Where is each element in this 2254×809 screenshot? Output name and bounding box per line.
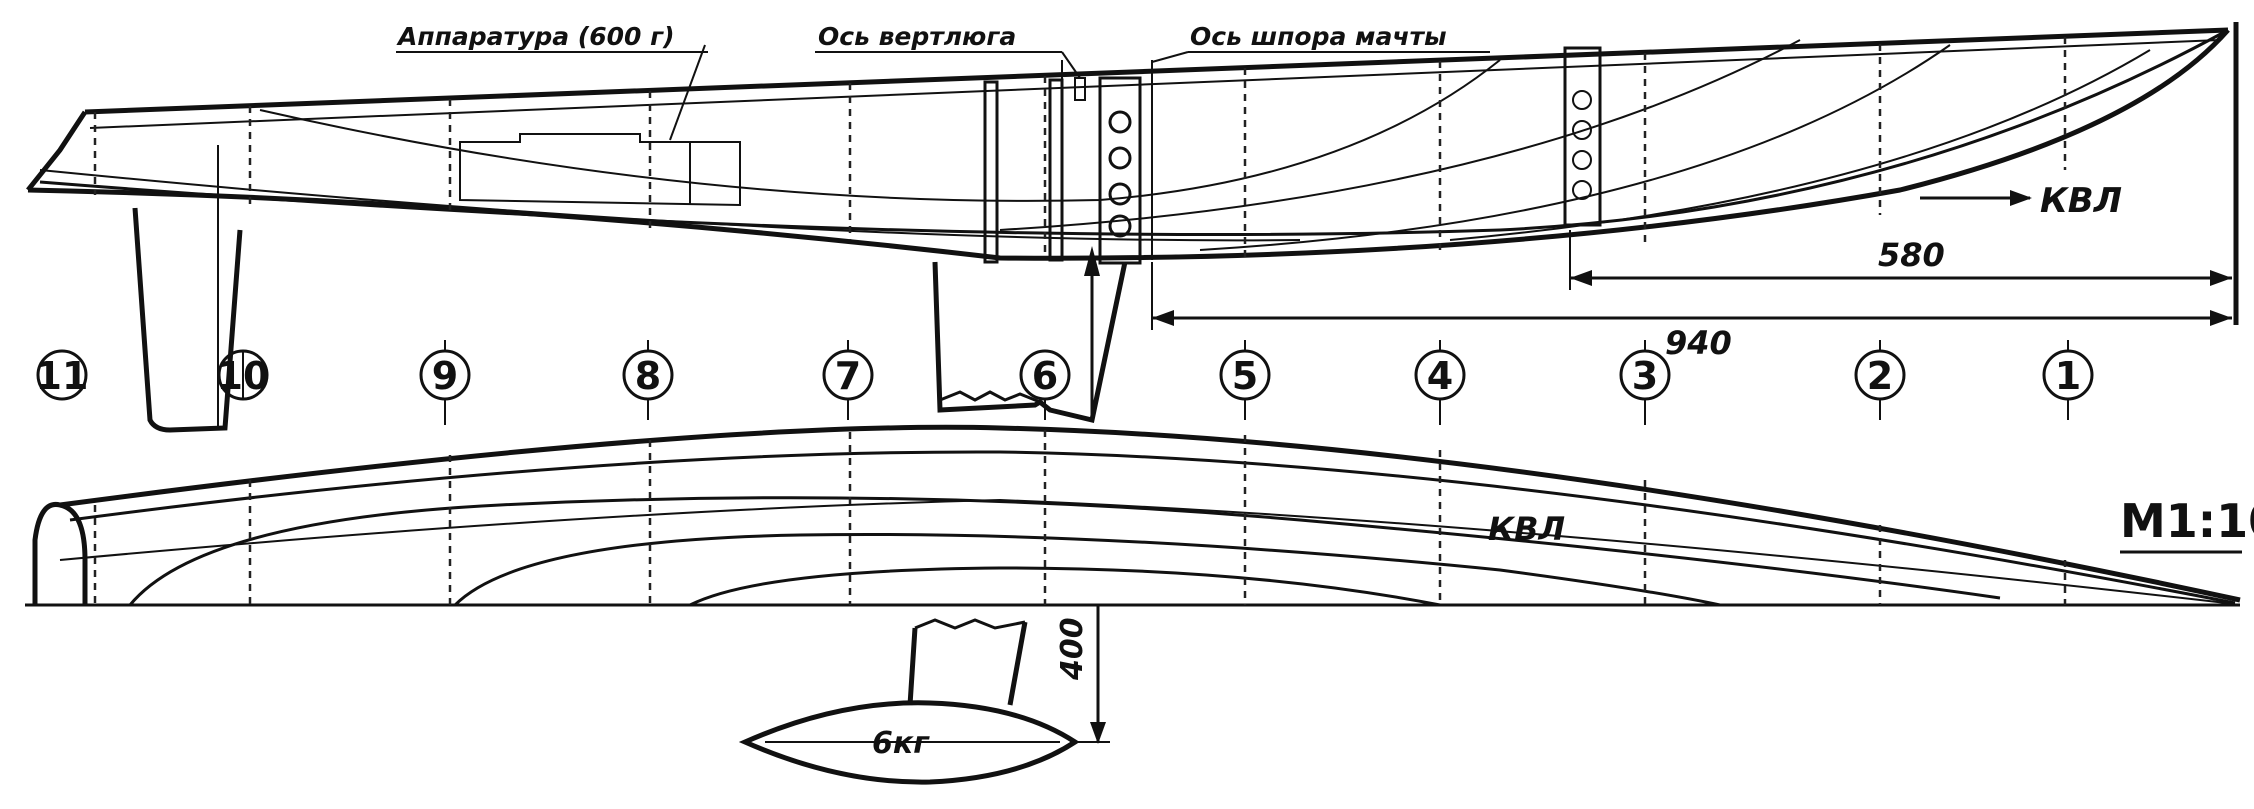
dimension-400-label: 400: [1055, 617, 1090, 681]
keel-profile: [27, 28, 2230, 261]
ballast-section: 6кг 400: [738, 605, 1110, 785]
mast-step-axis-leader: [1151, 51, 1189, 63]
mast-step-axis-label: Ось шпора мачты: [1190, 22, 1447, 51]
svg-text:2: 2: [1867, 354, 1893, 398]
station-marker-8: 8: [622, 340, 674, 420]
svg-text:6: 6: [1032, 354, 1058, 398]
buttock-line-3: [1199, 44, 1951, 251]
deck-line: [84, 27, 2229, 115]
kvl-side-label: КВЛ: [2040, 181, 2122, 221]
plan-view: КВЛ: [25, 424, 2241, 607]
station-marker-4: 4: [1414, 340, 1466, 425]
kvl-side-arrowhead: [2010, 190, 2032, 206]
svg-text:8: 8: [635, 354, 661, 398]
plan-waterline-5: [59, 498, 2236, 605]
swivel-assembly: [983, 60, 1086, 264]
swivel-axis-leader: [1061, 51, 1081, 79]
dimension-940: [1151, 262, 2232, 330]
dimension-580-label: 580: [1878, 236, 1945, 274]
dimension-580: [1569, 230, 2232, 290]
fin-height-arrowhead: [1084, 246, 1100, 276]
apparatura-label: Аппаратура (600 г): [396, 22, 675, 51]
station-marker-9: 9: [419, 340, 471, 425]
dimension-400-arrowhead: [1090, 722, 1106, 744]
station-markers: 11 10 9 8 7 6: [36, 340, 2094, 425]
rudder: [132, 207, 243, 433]
svg-text:5: 5: [1232, 354, 1258, 398]
station-marker-10: 10: [217, 349, 270, 401]
svg-text:11: 11: [36, 354, 89, 398]
station-marker-7: 7: [822, 340, 874, 420]
side-view: [26, 22, 2239, 433]
bulb-strut-break: [914, 618, 1026, 630]
kvl-plan-label: КВЛ: [1488, 510, 1565, 548]
svg-text:9: 9: [432, 354, 458, 398]
plan-transom: [32, 501, 88, 605]
plan-station-lines: [93, 430, 2067, 605]
buttock-line-2: [999, 39, 1801, 231]
plan-waterline-4: [689, 566, 1441, 607]
scale-label: М1:10: [2120, 494, 2254, 548]
forward-fitting: [1563, 46, 1602, 227]
svg-text:1: 1: [2055, 354, 2081, 398]
bulb-strut: [907, 621, 1028, 706]
side-station-lines: [93, 37, 2067, 260]
svg-text:3: 3: [1632, 354, 1658, 398]
station-marker-6: 6: [1019, 349, 1071, 420]
station-marker-5: 5: [1219, 340, 1271, 420]
fin-keel: [932, 261, 1128, 424]
buttock-line-1: [259, 59, 1501, 202]
kvl-line: [39, 28, 2229, 237]
swivel-axis-label: Ось вертлюга: [818, 22, 1016, 51]
plan-waterline-1: [69, 450, 2236, 605]
fin-keel-break: [939, 390, 1041, 404]
buttock-line-5: [39, 169, 1301, 242]
radio-equipment-box: [459, 133, 741, 207]
transom: [26, 110, 88, 192]
svg-text:10: 10: [217, 354, 270, 398]
plan-waterline-3: [453, 532, 1721, 607]
dimension-940-label: 940: [1665, 324, 1732, 362]
svg-text:4: 4: [1427, 354, 1453, 398]
apparatura-leader: [669, 44, 706, 141]
station-marker-2: 2: [1854, 340, 1906, 420]
mast-step: [1098, 60, 1153, 265]
station-marker-3: 3: [1619, 340, 1671, 425]
svg-text:7: 7: [835, 354, 861, 398]
plan-deck-outline: [59, 424, 2241, 603]
ballast-label: 6кг: [872, 726, 930, 761]
sheer-inner: [89, 39, 2221, 129]
station-marker-1: 1: [2042, 340, 2094, 420]
station-marker-11: 11: [36, 349, 89, 401]
